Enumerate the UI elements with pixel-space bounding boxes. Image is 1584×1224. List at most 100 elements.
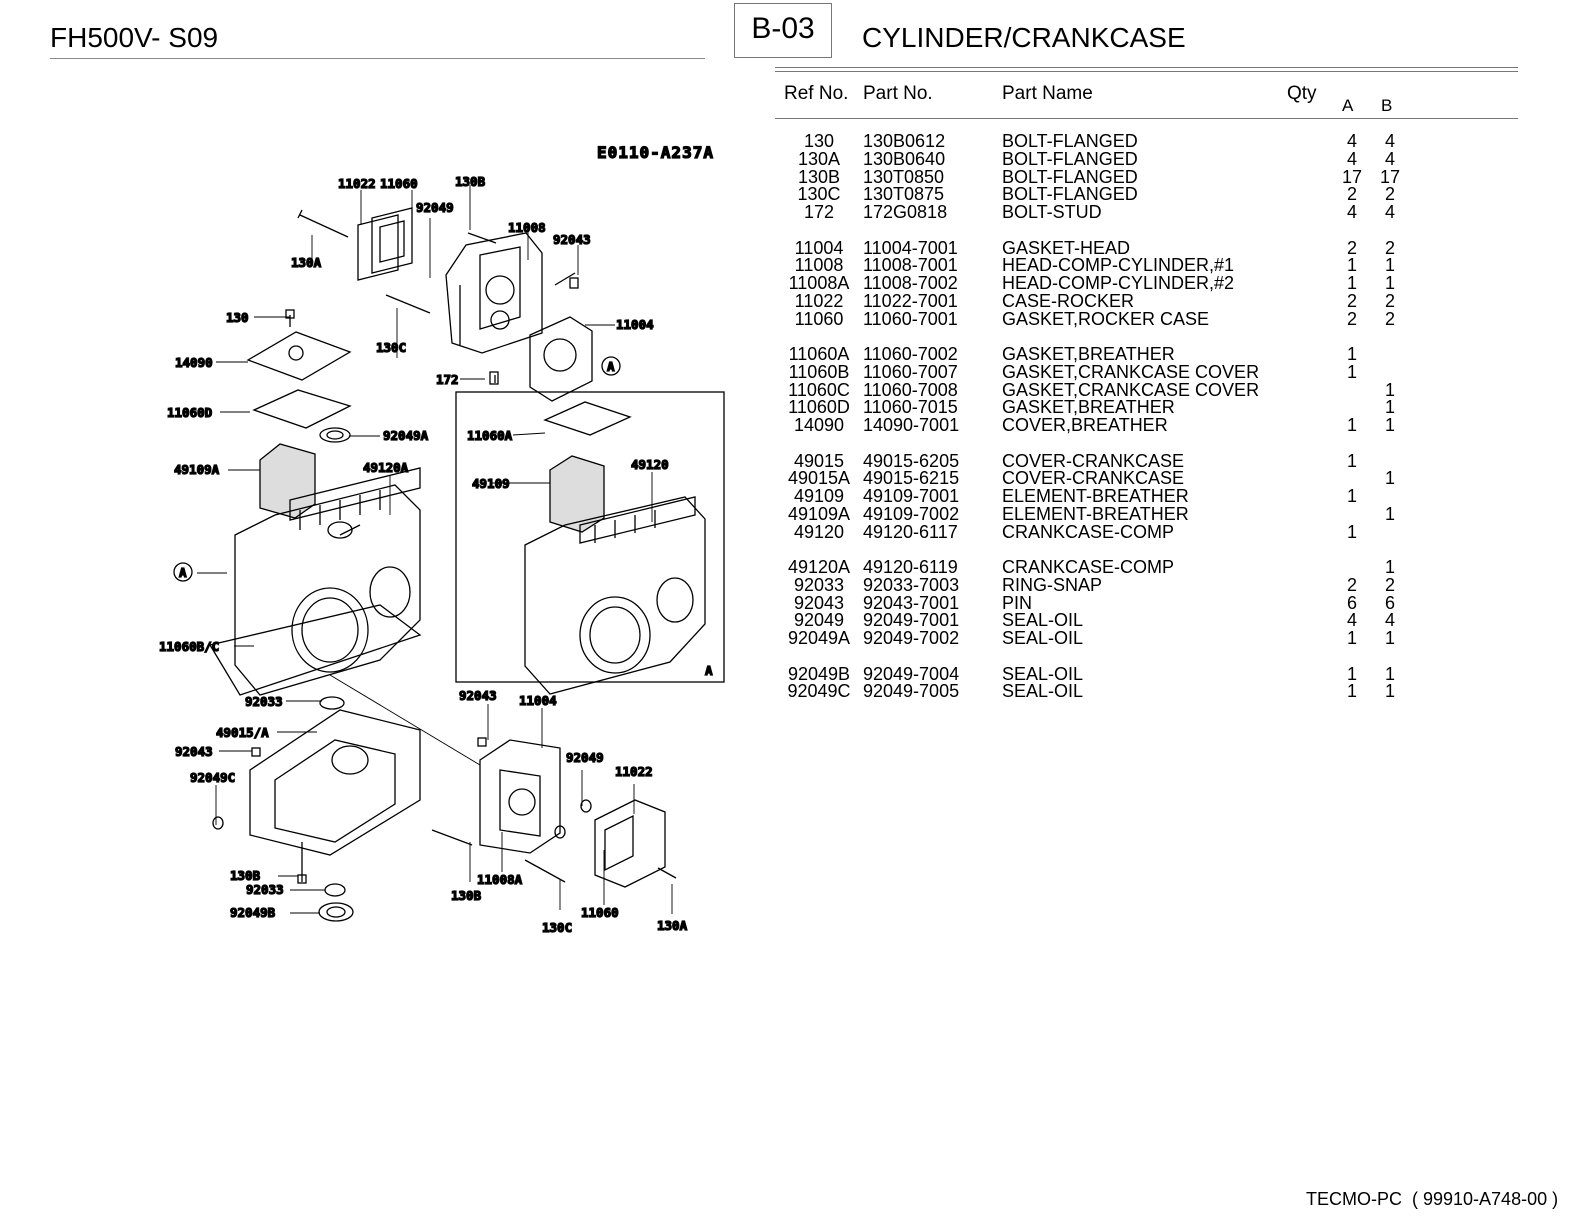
cell-qty-b: 1	[1384, 415, 1395, 435]
breather-cover	[246, 309, 352, 429]
cell-part-no: 172G0818	[863, 202, 948, 222]
cell-qty-a: 1	[1346, 628, 1357, 648]
cell-ref: 92049C	[787, 681, 851, 702]
cell-part-name: GASKET,BREATHER	[1002, 397, 1175, 418]
cell-qty-b: 1	[1384, 468, 1395, 489]
cylinder-head-bottom	[431, 737, 592, 883]
cell-qty-b: 1	[1384, 663, 1395, 684]
cell-part-name: BOLT-FLANGED	[1002, 131, 1138, 151]
cell-ref: 49109A	[787, 503, 851, 524]
cell-qty-b: 4	[1384, 131, 1395, 151]
cell-qty-b: 2	[1384, 184, 1395, 205]
ref-circle	[601, 356, 621, 376]
callout-label: A	[607, 359, 615, 374]
leader-lines	[197, 185, 673, 914]
callout-label: 92049B	[230, 905, 276, 920]
callout-label: 92033	[245, 694, 283, 709]
cell-qty-a: 1	[1346, 361, 1357, 382]
callout-label: 11060	[380, 176, 418, 191]
cell-qty-a: 2	[1346, 574, 1357, 595]
column-header-qty-b: B	[1381, 96, 1393, 115]
inset-box	[455, 391, 725, 683]
callout-label: 172	[436, 372, 459, 387]
cell-ref: 49120	[793, 521, 845, 542]
callout-label: 11022	[615, 764, 653, 779]
callout-label: 49109A	[174, 462, 220, 477]
page-code-box: B-03	[734, 3, 832, 58]
callout-label: 11060B/C	[159, 639, 219, 654]
callout-label: 92043	[175, 744, 213, 759]
cell-ref: 11060A	[788, 344, 850, 364]
cell-qty-b: 4	[1384, 610, 1395, 631]
cell-ref: 11008	[794, 255, 844, 276]
head-gasket-top	[529, 316, 593, 402]
cell-part-no: 92043-7001	[863, 592, 960, 613]
column-header-part: Part No.	[863, 83, 933, 104]
cell-part-no: 130B0612	[863, 131, 946, 151]
cell-ref: 11004	[794, 237, 844, 258]
cell-part-no: 49109-7001	[863, 486, 960, 506]
cell-ref: 14090	[793, 415, 845, 435]
cell-part-no: 11060-7015	[863, 397, 958, 418]
callout-label: A	[705, 663, 713, 678]
callout-label: 11008A	[477, 872, 523, 887]
cell-ref: 11022	[794, 290, 844, 311]
callout-label: 11022	[338, 176, 376, 191]
cell-part-name: BOLT-FLANGED	[1002, 148, 1138, 169]
cell-part-no: 92049-7001	[863, 610, 960, 631]
cell-part-name: ELEMENT-BREATHER	[1002, 503, 1189, 524]
model-title: FH500V- S09	[50, 22, 219, 53]
cell-part-name: GASKET,CRANKCASE COVER	[1002, 379, 1260, 400]
cell-part-no: 11060-7007	[863, 361, 958, 382]
cell-ref: 49120A	[787, 557, 851, 577]
cell-qty-a: 4	[1346, 131, 1357, 151]
cell-ref: 130A	[797, 148, 841, 169]
cell-qty-a: 1	[1346, 663, 1357, 684]
cell-part-no: 49120-6119	[863, 557, 958, 577]
cell-qty-b: 6	[1384, 592, 1395, 613]
cell-qty-a: 1	[1346, 681, 1357, 702]
column-header-name: Part Name	[1002, 83, 1093, 104]
callout-label: 130	[226, 310, 249, 325]
cell-part-no: 130T0875	[863, 184, 945, 205]
callout-label: 130B	[455, 174, 486, 189]
cell-qty-a: 1	[1346, 521, 1357, 542]
cell-part-no: 92033-7003	[863, 574, 960, 595]
cell-ref: 11060	[794, 308, 844, 329]
table-row: 49120 49120-6117 CRANKCASE-COMP 1	[780, 521, 1420, 542]
cell-qty-b: 4	[1384, 148, 1395, 169]
cell-part-no: 49120-6117	[863, 521, 958, 542]
cell-part-no: 11004-7001	[863, 237, 958, 258]
callout-label: A	[179, 565, 187, 580]
cell-part-no: 49109-7002	[863, 503, 960, 524]
cell-part-no: 11060-7002	[863, 344, 958, 364]
cell-part-no: 11008-7001	[863, 255, 958, 276]
breather-element	[259, 443, 316, 519]
column-header-qty: Qty	[1287, 83, 1317, 104]
divider	[775, 67, 1518, 68]
cell-part-name: SEAL-OIL	[1002, 610, 1084, 631]
cell-part-name: CRANKCASE-COMP	[1002, 521, 1175, 542]
cell-part-name: COVER-CRANKCASE	[1002, 468, 1185, 489]
cell-part-name: CRANKCASE-COMP	[1002, 557, 1175, 577]
cell-part-no: 11008-7002	[863, 273, 958, 293]
callout-label: 14090	[175, 355, 213, 370]
cell-ref: 92033	[793, 574, 845, 595]
callout-label: 49109	[472, 476, 510, 491]
cell-qty-b: 2	[1384, 290, 1395, 311]
cell-qty-b: 2	[1384, 308, 1395, 329]
cell-ref: 49015	[793, 450, 845, 471]
